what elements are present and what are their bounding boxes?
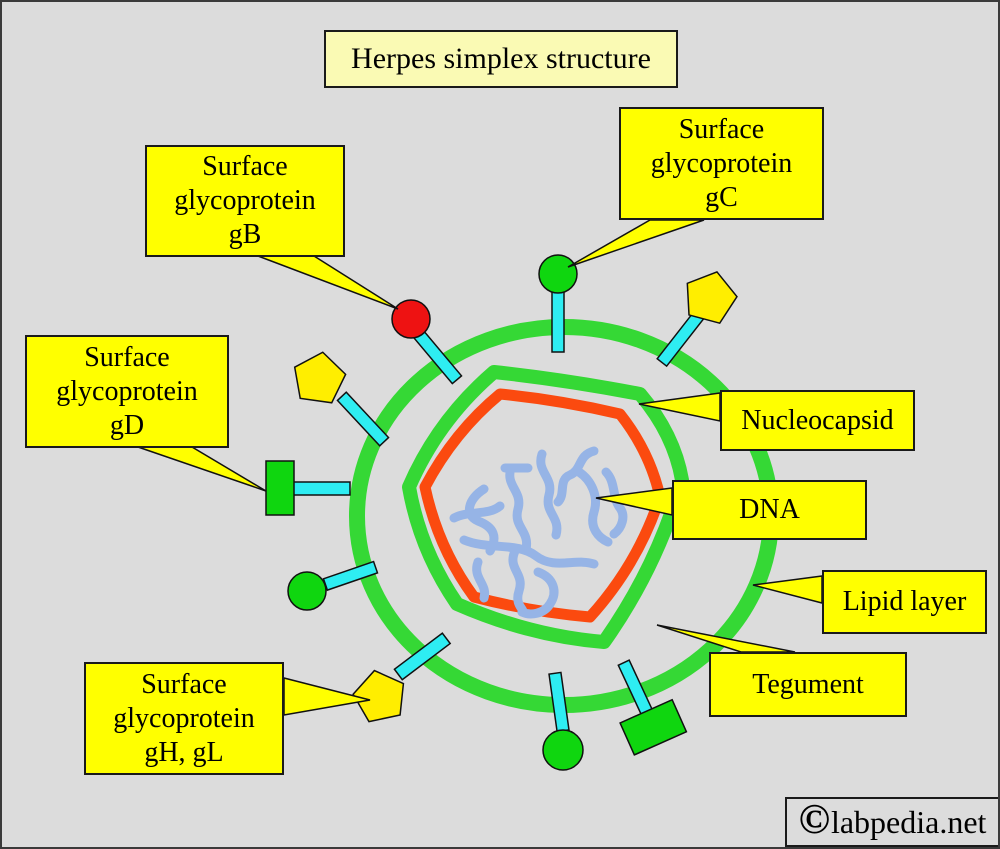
label-line: glycoprotein: [650, 147, 793, 179]
gb-callout-pointer: [257, 255, 399, 310]
dna-strand: [601, 467, 628, 539]
page-title-text: Herpes simplex structure: [351, 42, 651, 75]
copyright-icon: ©: [798, 797, 830, 843]
label-line: gH, gL: [144, 736, 224, 768]
gd-callout-pointer: [137, 446, 267, 492]
dna-strand: [553, 446, 599, 507]
callout-pointers: [137, 219, 823, 716]
dna-strand: [505, 463, 532, 554]
ghgl-callout-pointer: [283, 677, 371, 716]
dna-strand: [508, 546, 528, 617]
page-title: Herpes simplex structure: [324, 30, 678, 88]
nucleocapsid-hexagon: [419, 388, 666, 623]
gc-head-green-circle: [538, 254, 578, 294]
label-line: gD: [109, 409, 145, 441]
dna-strand: [465, 484, 499, 556]
label-line: gC: [705, 181, 738, 213]
dna-callout-pointer: [595, 487, 673, 516]
pentagon-head-top-right: [686, 271, 738, 325]
label-line: Surface: [141, 668, 227, 700]
dna-strand: [449, 501, 505, 523]
label-nucleocapsid: Nucleocapsid: [720, 390, 915, 451]
dna-tangle: [449, 446, 628, 619]
pentagon-head-upper-left: [293, 351, 347, 404]
gd-stalk: [292, 481, 351, 496]
ghgl-stalk: [393, 632, 452, 681]
label-surface-glycoprotein-gd: Surface glycoprotein gD: [25, 335, 229, 448]
ghgl-head-pentagon: [352, 669, 405, 723]
spike-heads: [265, 254, 738, 771]
dna-strand: [536, 449, 562, 540]
label-surface-glycoprotein-gb: Surface glycoprotein gB: [145, 145, 345, 257]
gc-callout-pointer: [567, 219, 705, 268]
label-line: Surface: [678, 113, 765, 145]
dna-strand: [472, 557, 490, 603]
label-surface-glycoprotein-gc: Surface glycoprotein gC: [619, 107, 824, 220]
dna-strand: [574, 467, 613, 547]
spike-stalks: [292, 289, 706, 733]
label-line: Lipid layer: [842, 586, 967, 617]
label-line: Tegument: [752, 668, 864, 700]
tegument-inner-hexagon: [402, 365, 689, 649]
label-surface-glycoprotein-ghgl: Surface glycoprotein gH, gL: [84, 662, 284, 775]
label-line: Nucleocapsid: [741, 404, 894, 436]
pentagon-spike-stalk-upper-left: [336, 391, 390, 447]
label-line: glycoprotein: [174, 185, 316, 216]
label-line: Surface: [84, 341, 170, 373]
label-dna: DNA: [672, 480, 867, 540]
label-line: glycoprotein: [56, 375, 198, 407]
gb-head-red-circle: [391, 299, 431, 339]
label-lipid-layer: Lipid layer: [822, 570, 987, 634]
label-tegument: Tegument: [709, 652, 907, 717]
copyright-site-name: labpedia.net: [830, 804, 987, 840]
copyright-badge: © labpedia.net: [785, 797, 998, 847]
round-head-bottom: [542, 729, 584, 771]
gd-head-green-rect: [265, 460, 295, 516]
label-line: gB: [228, 219, 262, 250]
label-line: glycoprotein: [113, 702, 255, 734]
dna-strand: [459, 535, 599, 569]
dna-strand: [517, 567, 559, 619]
label-line: DNA: [739, 494, 800, 525]
gc-stalk: [551, 289, 565, 353]
label-line: Surface: [202, 151, 288, 182]
rect-head-bottom-right: [619, 698, 688, 756]
round-head-lower-left: [287, 571, 327, 611]
